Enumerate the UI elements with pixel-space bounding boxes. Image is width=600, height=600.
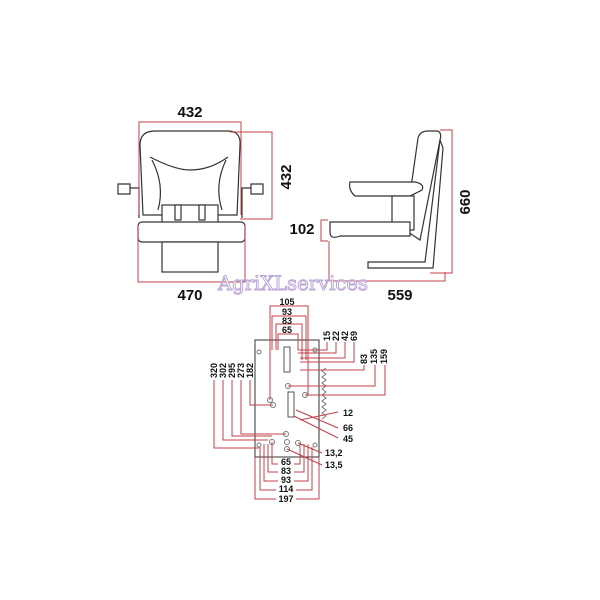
backrest-contour bbox=[149, 156, 229, 211]
plate-top-93: 93 bbox=[282, 307, 292, 317]
seat-backrest bbox=[139, 130, 241, 216]
armrest-left bbox=[117, 183, 140, 218]
dim-label-back-height: 432 bbox=[278, 164, 295, 189]
adjustment-rail bbox=[321, 367, 327, 420]
plate-top-105: 105 bbox=[279, 297, 294, 307]
dim-label-depth: 559 bbox=[387, 287, 412, 304]
plate-left-320: 320 bbox=[209, 363, 219, 378]
side-view: 660 102 559 bbox=[289, 129, 474, 304]
seat-frame bbox=[161, 204, 219, 224]
side-cushion bbox=[329, 221, 411, 238]
plate-right-top-15: 15 bbox=[322, 331, 332, 341]
plate-right-13-5: 13,5 bbox=[325, 460, 343, 470]
plate-right-top-69: 69 bbox=[349, 331, 359, 341]
plate-left-273: 273 bbox=[236, 363, 246, 378]
plate-bottom-65: 65 bbox=[281, 457, 291, 467]
dim-label-cushion-height: 102 bbox=[289, 221, 314, 238]
plate-right-66: 66 bbox=[343, 423, 353, 433]
dim-line-559 bbox=[328, 241, 446, 282]
seat-cushion bbox=[137, 221, 246, 243]
seat-base bbox=[161, 241, 219, 273]
slot-right bbox=[198, 204, 206, 221]
slot-top bbox=[283, 346, 291, 373]
plate-top-83: 83 bbox=[282, 316, 292, 326]
dim-line-top-432 bbox=[138, 121, 242, 215]
plate-right-13-2: 13,2 bbox=[325, 448, 343, 458]
dim-line-height-432 bbox=[230, 131, 273, 220]
slot-middle bbox=[287, 391, 295, 418]
plate-top-65: 65 bbox=[282, 325, 292, 335]
plate-right-top-42: 42 bbox=[340, 331, 350, 341]
slot-left bbox=[174, 204, 182, 221]
plate-right-135: 135 bbox=[369, 349, 379, 364]
dim-label-front-width: 432 bbox=[177, 104, 202, 121]
plate-bottom-93: 93 bbox=[281, 475, 291, 485]
plate-left-302: 302 bbox=[218, 363, 228, 378]
plate-left-182: 182 bbox=[245, 363, 255, 378]
plate-right-12: 12 bbox=[343, 408, 353, 418]
mounting-holes bbox=[256, 347, 318, 452]
watermark: AgriXLservices bbox=[217, 271, 368, 295]
dim-label-total-height: 660 bbox=[457, 189, 474, 214]
plate-right-83: 83 bbox=[359, 354, 369, 364]
plate-right-top-22: 22 bbox=[331, 331, 341, 341]
dim-line-102 bbox=[320, 219, 328, 242]
side-frame bbox=[367, 139, 444, 269]
side-armrest bbox=[348, 181, 424, 197]
dim-line-bottom-470 bbox=[137, 225, 246, 283]
front-view: 432 432 470 bbox=[117, 104, 295, 304]
plate-bottom-197: 197 bbox=[278, 494, 293, 504]
plate-bottom-83: 83 bbox=[281, 466, 291, 476]
plate-left-295: 295 bbox=[227, 363, 237, 378]
dim-label-bottom-width: 470 bbox=[177, 287, 202, 304]
plate-right-159: 159 bbox=[379, 349, 389, 364]
mounting-plate: 105 93 83 65 15 22 42 69 83 135 159 320 … bbox=[209, 297, 389, 504]
plate-dim-lines bbox=[213, 305, 386, 500]
plate-right-45: 45 bbox=[343, 434, 353, 444]
plate-bottom-114: 114 bbox=[279, 484, 294, 494]
armrest-right bbox=[241, 183, 264, 218]
dim-line-660 bbox=[430, 129, 453, 274]
